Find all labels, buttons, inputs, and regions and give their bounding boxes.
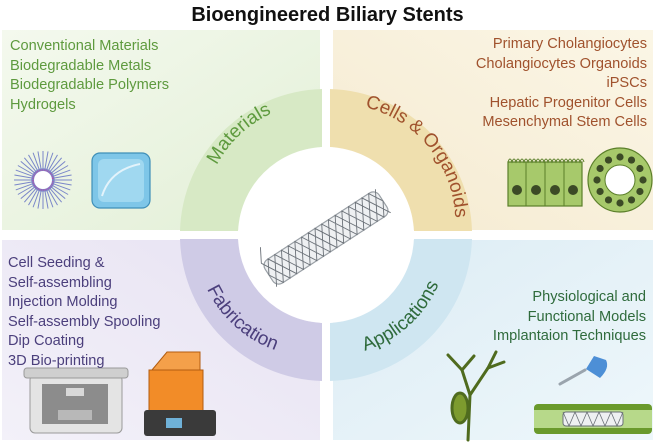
materials-item: Hydrogels bbox=[10, 96, 76, 113]
fabrication-item: Self-assembly Spooling bbox=[8, 313, 161, 330]
applications-list: Physiological and Functional Models Impl… bbox=[493, 288, 646, 347]
applications-ring bbox=[330, 239, 472, 381]
organoid-icon bbox=[587, 147, 653, 213]
fabrication-ring bbox=[180, 239, 322, 381]
micelle-icon bbox=[14, 151, 72, 209]
cells-item: Mesenchymal Stem Cells bbox=[482, 114, 647, 131]
materials-item: Biodegradable Metals bbox=[10, 57, 152, 74]
stent-icon bbox=[259, 189, 391, 287]
epithelial-cells-icon bbox=[507, 158, 585, 207]
hydrogel-block-icon bbox=[91, 152, 151, 209]
cells-ring bbox=[330, 89, 472, 231]
3d-printer-icon bbox=[23, 367, 129, 434]
fabrication-item: 3D Bio-printing bbox=[8, 352, 105, 369]
applications-item: Physiological and bbox=[532, 289, 646, 305]
cells-item: Hepatic Progenitor Cells bbox=[489, 94, 647, 111]
fabrication-item: Cell Seeding & bbox=[8, 255, 105, 271]
scalpel-hand-icon bbox=[558, 356, 608, 386]
cells-item: Primary Cholangiocytes bbox=[492, 36, 647, 52]
materials-list: Conventional Materials Biodegradable Met… bbox=[10, 37, 169, 115]
cells-item: iPSCs bbox=[606, 75, 647, 92]
stent-in-duct-icon bbox=[534, 404, 652, 434]
fabrication-item: Injection Molding bbox=[8, 294, 118, 311]
cells-list: Primary Cholangiocytes Cholangiocytes Or… bbox=[476, 35, 647, 133]
resin-printer-icon bbox=[144, 351, 216, 436]
fabrication-list: Cell Seeding & Self-assembling Injection… bbox=[8, 254, 161, 372]
materials-item: Conventional Materials bbox=[10, 38, 159, 54]
fabrication-item: Dip Coating bbox=[8, 333, 85, 350]
page-title: Bioengineered Biliary Stents bbox=[191, 4, 464, 26]
cells-item: Cholangiocytes Organoids bbox=[475, 55, 647, 72]
applications-item: Implantaion Techniques bbox=[492, 328, 646, 345]
materials-item: Biodegradable Polymers bbox=[10, 77, 169, 94]
materials-ring bbox=[180, 89, 322, 231]
fabrication-item: Self-assembling bbox=[8, 274, 112, 291]
biliary-tree-icon bbox=[446, 350, 506, 442]
applications-item: Functional Models bbox=[527, 308, 646, 325]
